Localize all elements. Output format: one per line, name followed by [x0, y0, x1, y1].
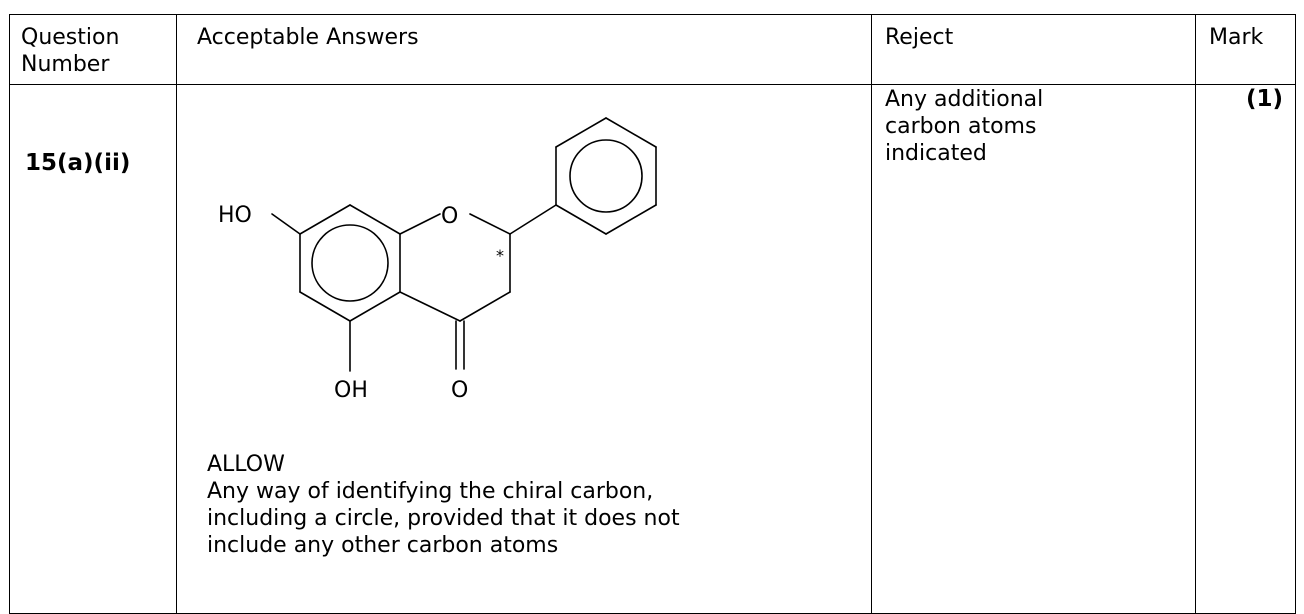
header-question-number-line2: Number — [21, 52, 110, 77]
column-divider — [871, 15, 872, 613]
reject-text: Any additional carbon atoms indicated — [885, 86, 1043, 167]
reject-line: indicated — [885, 141, 987, 166]
pinocembrin-structure: HO O * OH O — [210, 101, 710, 436]
label-oh: OH — [334, 378, 368, 403]
header-divider — [10, 84, 1295, 85]
label-ring-oxygen: O — [441, 204, 458, 229]
header-question-number: Question Number — [21, 24, 119, 78]
reject-line: carbon atoms — [885, 114, 1037, 139]
header-reject: Reject — [885, 25, 954, 50]
allow-heading: ALLOW — [207, 452, 285, 477]
header-mark: Mark — [1209, 25, 1264, 50]
column-divider — [176, 15, 177, 613]
chiral-marker: * — [496, 246, 504, 265]
allow-line: including a circle, provided that it doe… — [207, 506, 680, 531]
allow-line: Any way of identifying the chiral carbon… — [207, 479, 654, 504]
label-ho: HO — [218, 203, 252, 228]
question-number: 15(a)(ii) — [25, 150, 131, 176]
allow-line: include any other carbon atoms — [207, 533, 559, 558]
header-acceptable-answers: Acceptable Answers — [197, 25, 419, 50]
mark-value: (1) — [1246, 86, 1284, 112]
mark-scheme-table: Question Number Acceptable Answers Rejec… — [9, 14, 1296, 614]
reject-line: Any additional — [885, 87, 1044, 112]
allow-block: ALLOW Any way of identifying the chiral … — [207, 451, 867, 559]
column-divider — [1195, 15, 1196, 613]
molecule-svg: HO O * OH O — [218, 117, 657, 403]
label-carbonyl-oxygen: O — [451, 378, 468, 403]
header-question-number-line1: Question — [21, 25, 120, 50]
